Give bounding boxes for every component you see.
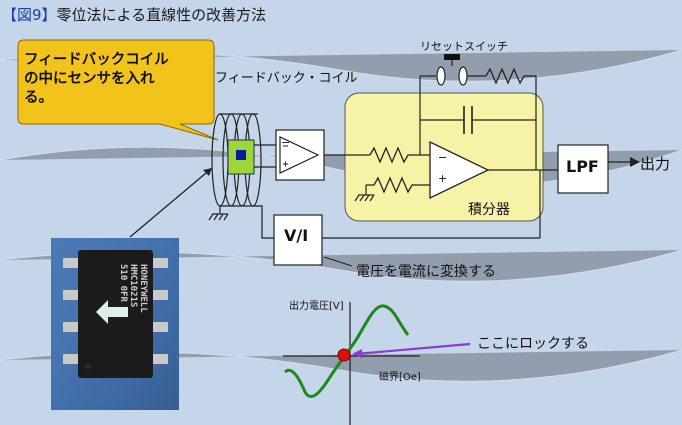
page-title: 【図9】零位法による直線性の改善方法 xyxy=(2,4,266,25)
chip-pointer-arrow-icon xyxy=(203,168,212,176)
integrator-label: 積分器 xyxy=(468,202,510,218)
lock-pointer-arrow-icon xyxy=(352,349,362,358)
ground-resistor-icon xyxy=(366,176,430,194)
sensor-chip-photo xyxy=(51,238,179,410)
lock-point xyxy=(337,348,351,362)
transfer-graph xyxy=(283,302,471,425)
feedback-coil-label: フィードバック・コイル xyxy=(215,71,358,86)
figure-label: 【図9】 xyxy=(2,6,57,24)
vi-caption: 電圧を電流に変換する xyxy=(356,264,496,280)
lpf-label: LPF xyxy=(566,157,599,176)
lock-pointer-line xyxy=(355,342,471,356)
vi-converter-box xyxy=(273,214,323,266)
callout-line-1: フィードバックコイル xyxy=(24,52,169,68)
diff-amplifier xyxy=(275,129,325,181)
sensor-chip-icon xyxy=(236,150,246,160)
input-resistor-icon xyxy=(369,146,430,164)
title-text: 零位法による直線性の改善方法 xyxy=(56,6,267,24)
integrator-opamp xyxy=(429,140,490,200)
vi-label: V/I xyxy=(284,226,309,245)
reset-switch-label: リセットスイッチ xyxy=(420,40,508,53)
output-label: 出力 xyxy=(640,155,671,173)
callout-bubble xyxy=(17,39,219,141)
graph-x-label: 磁界[Oe] xyxy=(379,372,421,383)
lpf-box xyxy=(557,144,609,194)
opamp-minus-label: − xyxy=(438,151,448,164)
graph-y-label: 出力電圧[V] xyxy=(289,301,344,312)
diff-amp-minus: − xyxy=(281,136,291,149)
chip-marking-line-2: HMC1021S xyxy=(128,264,138,308)
callout-line-3: る。 xyxy=(24,90,53,106)
chip-marking-line-1: HONEYWELL xyxy=(138,264,148,313)
integrator-ground-icon xyxy=(354,185,375,202)
callout-line-2: の中にセンサを入れ xyxy=(24,71,155,87)
reset-switch-icon xyxy=(436,54,468,86)
coil-ground-icon xyxy=(208,206,229,221)
chip-marking: HONEYWELL HMC1021S 510 0FR xyxy=(118,262,148,372)
callout-text: フィードバックコイル の中にセンサを入れ る。 xyxy=(24,51,208,108)
opamp-plus-label: + xyxy=(438,172,448,185)
chip-marking-line-3: 510 0FR xyxy=(118,264,128,302)
output-arrow-icon xyxy=(630,157,640,167)
lock-annotation: ここにロックする xyxy=(477,336,589,352)
reset-resistor-icon xyxy=(485,67,536,85)
